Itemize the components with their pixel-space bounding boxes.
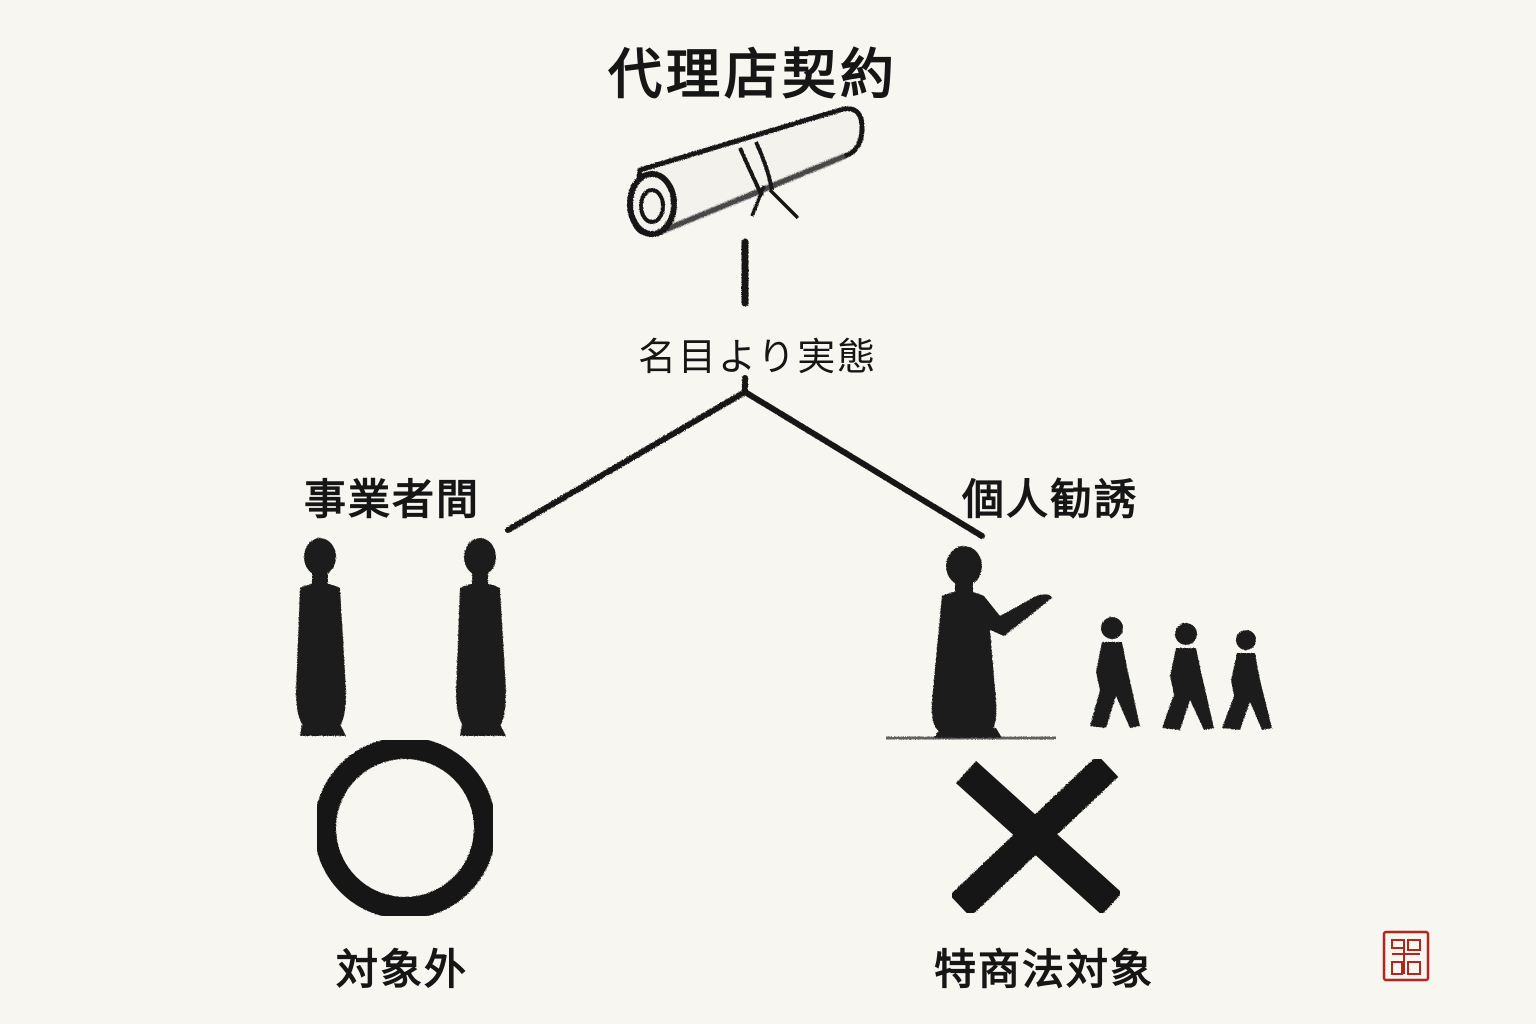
result-label-excluded: 対象外 xyxy=(336,945,469,994)
diagram-title: 代理店契約 xyxy=(608,42,898,106)
standing-figure-left xyxy=(296,538,346,736)
walking-figure-2 xyxy=(1162,623,1214,730)
circle-mark xyxy=(314,737,496,919)
red-seal-stamp xyxy=(1382,930,1430,982)
result-label-covered: 特商法対象 xyxy=(934,945,1155,994)
branch-label-individual: 個人勧誘 xyxy=(962,475,1139,524)
cross-mark xyxy=(949,755,1123,917)
tree-connector xyxy=(505,238,985,539)
walking-figure-3 xyxy=(1222,630,1272,730)
walking-figure-1 xyxy=(1090,617,1140,728)
standing-figure-right xyxy=(456,538,506,736)
principle-label: 名目より実態 xyxy=(638,335,878,379)
beckoning-figure xyxy=(931,546,1052,738)
branch-label-business: 事業者間 xyxy=(304,475,481,524)
figure-beckoning-walkers xyxy=(886,546,1272,740)
scroll-icon xyxy=(627,106,865,237)
two-standing-figures xyxy=(296,538,506,736)
